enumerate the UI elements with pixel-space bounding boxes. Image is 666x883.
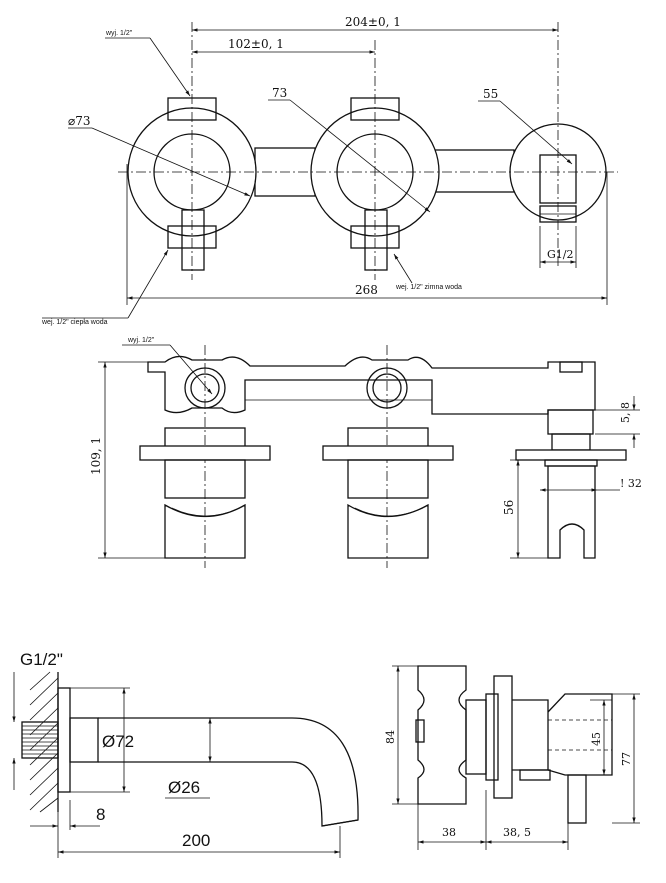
thread-label: G1/2" xyxy=(20,650,63,669)
top-view: 204±0, 1 102±0, 1 268 73 55 ⌀73 wyj. 1/2… xyxy=(41,15,618,326)
dim-5-8: 5, 8 xyxy=(619,402,632,423)
dim-55: 55 xyxy=(483,87,498,101)
note-cold-water: wej. 1/2" zimna woda xyxy=(395,284,462,291)
note-outlet-top: wyj. 1/2" xyxy=(105,30,133,37)
dim-268: 268 xyxy=(355,283,378,297)
spout-view: G1/2" Ø72 Ø26 xyxy=(12,650,359,858)
dim-32: ! 32 xyxy=(620,477,642,490)
dim-phi26: Ø26 xyxy=(168,778,200,797)
dim-77: 77 xyxy=(620,752,633,766)
side-view: 109, 1 5, 8 ! 32 56 wyj. 1/2" xyxy=(89,337,642,568)
dim-phi72: Ø72 xyxy=(102,732,134,751)
holder-view: 84 77 45 38 38, 5 xyxy=(384,665,640,850)
dim-56: 56 xyxy=(502,500,516,515)
dim-phi73: ⌀73 xyxy=(68,114,91,128)
dim-200: 200 xyxy=(182,831,210,850)
dim-45: 45 xyxy=(590,732,603,746)
dim-38-5: 38, 5 xyxy=(503,826,531,839)
note-outlet-side: wyj. 1/2" xyxy=(127,337,155,344)
dim-38: 38 xyxy=(442,826,456,839)
dim-73: 73 xyxy=(272,86,287,100)
dim-g12-top: G1/2 xyxy=(547,248,574,261)
dim-102: 102±0, 1 xyxy=(228,37,284,51)
note-hot-water: wej. 1/2" ciepła woda xyxy=(41,319,108,326)
dim-109: 109, 1 xyxy=(89,437,103,475)
dim-84: 84 xyxy=(384,730,397,744)
dim-8: 8 xyxy=(96,805,105,824)
dim-204: 204±0, 1 xyxy=(345,15,401,29)
